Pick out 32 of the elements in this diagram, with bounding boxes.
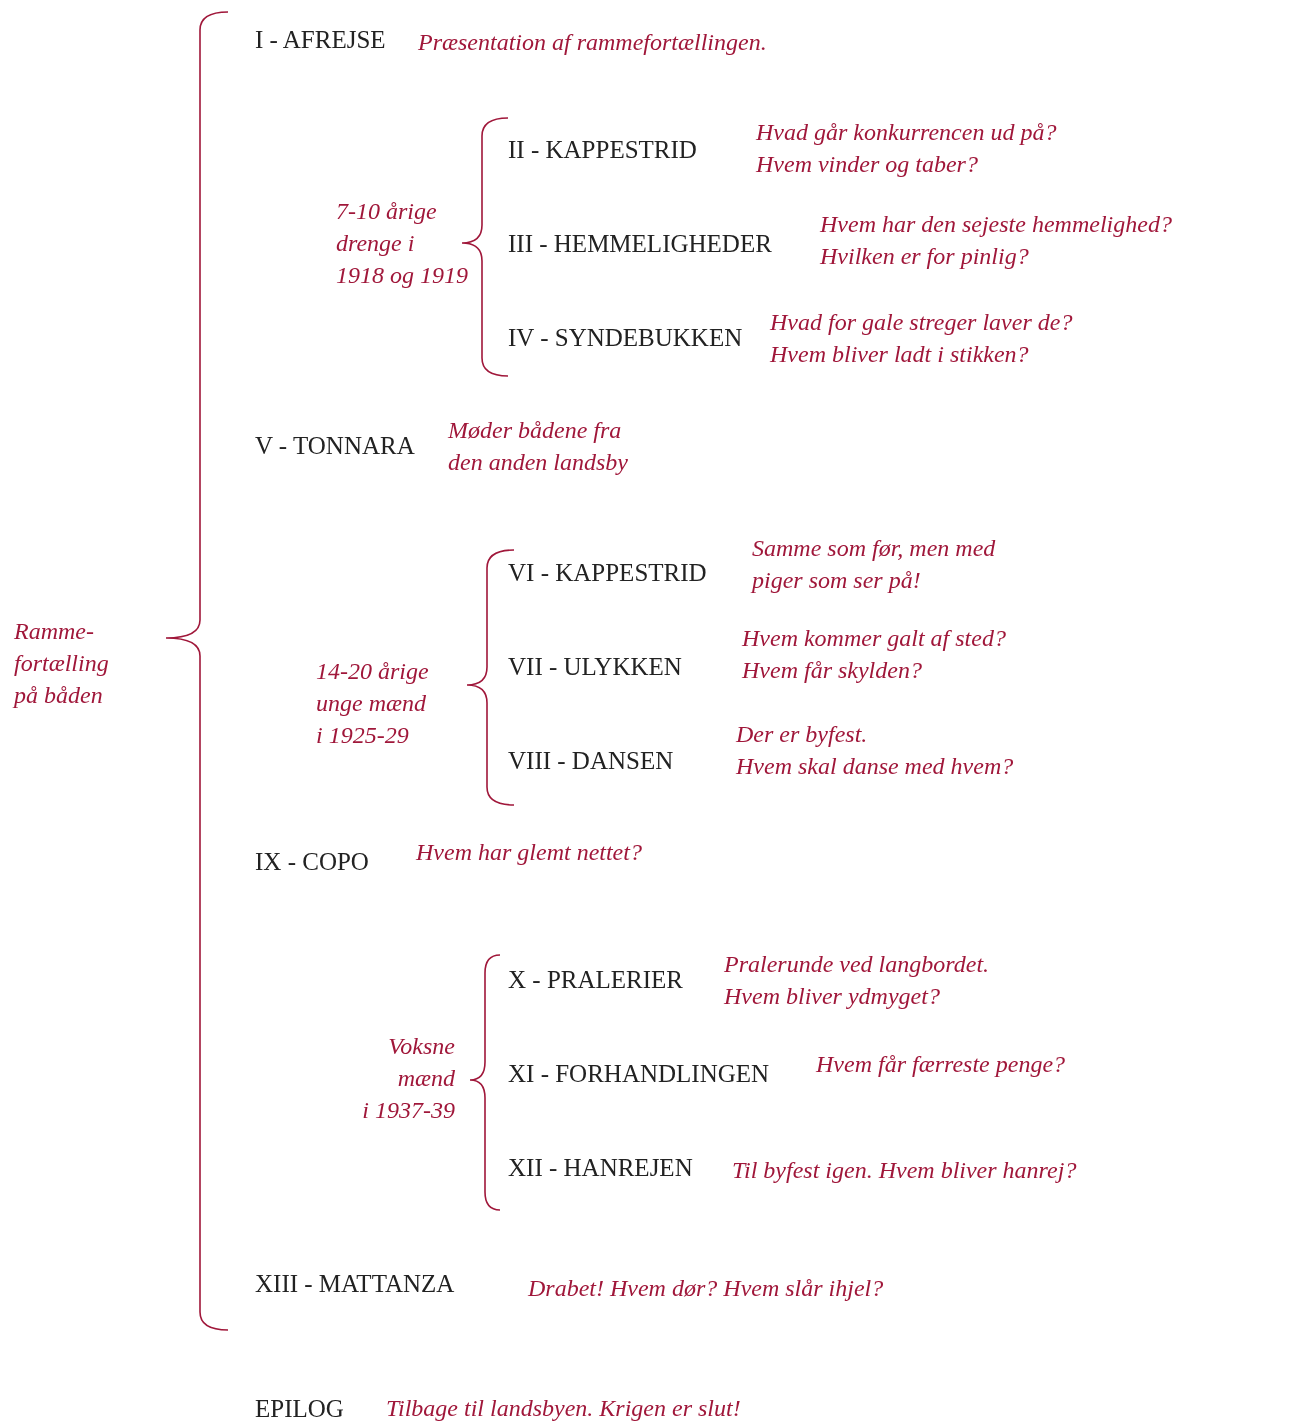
handwritten-note: Drabet! Hvem dør? Hvem slår ihjel? (528, 1274, 884, 1303)
chapter-title: VI - KAPPESTRID (508, 559, 707, 587)
handwritten-note: Præsentation af rammefortællingen. (418, 28, 767, 57)
chapter-title: IV - SYNDEBUKKEN (508, 324, 743, 352)
chapter-title: XIII - MATTANZA (255, 1270, 455, 1298)
chapter-title: XI - FORHANDLINGEN (508, 1060, 770, 1088)
handwritten-note: Til byfest igen. Hvem bliver hanrej? (732, 1156, 1077, 1185)
chapter-title: III - HEMMELIGHEDER (508, 230, 772, 258)
chapter-title: EPILOG (255, 1395, 344, 1423)
age-group-label: 14-20 årige unge mænd i 1925-29 (316, 657, 429, 750)
chapter-title: VIII - DANSEN (508, 747, 674, 775)
chapter-title: XII - HANREJEN (508, 1154, 693, 1182)
chapter-title: II - KAPPESTRID (508, 136, 697, 164)
handwritten-note: Tilbage til landsbyen. Krigen er slut! (386, 1394, 741, 1423)
handwritten-note: Pralerunde ved langbordet. Hvem bliver ydmyget? (724, 950, 990, 1011)
frame-story-label: Ramme-fortælling på båden (14, 617, 110, 710)
chapter-title: X - PRALERIER (508, 966, 683, 994)
age-group-label: Voksne mænd i 1937-39 (361, 1032, 455, 1125)
handwritten-note: Hvem har glemt nettet? (416, 838, 642, 867)
handwritten-note: Hvem får færreste penge? (816, 1050, 1066, 1079)
handwritten-note: Hvem kommer galt af sted? Hvem får skylden? (742, 624, 1006, 685)
age-group-label: 7-10 årige drenge i 1918 og 1919 (336, 197, 468, 290)
handwritten-note: Der er byfest. Hvem skal danse med hvem? (736, 720, 1014, 781)
handwritten-note: Hvad for gale streger laver de? Hvem bliver ladt i stikken? (770, 308, 1073, 369)
chapter-title: VII - ULYKKEN (508, 653, 682, 681)
chapter-title: IX - COPO (255, 848, 369, 876)
chapter-title: V - TONNARA (255, 432, 415, 460)
handwritten-note: Hvad går konkurrencen ud på? Hvem vinder og taber? (756, 118, 1057, 179)
handwritten-note: Hvem har den sejeste hemmelighed? Hvilken er for pinlig? (820, 210, 1172, 271)
handwritten-note: Samme som før, men med piger som ser på! (752, 534, 996, 595)
chapter-title: I - AFREJSE (255, 26, 386, 54)
handwritten-note: Møder bådene fra den anden landsby (448, 416, 628, 477)
